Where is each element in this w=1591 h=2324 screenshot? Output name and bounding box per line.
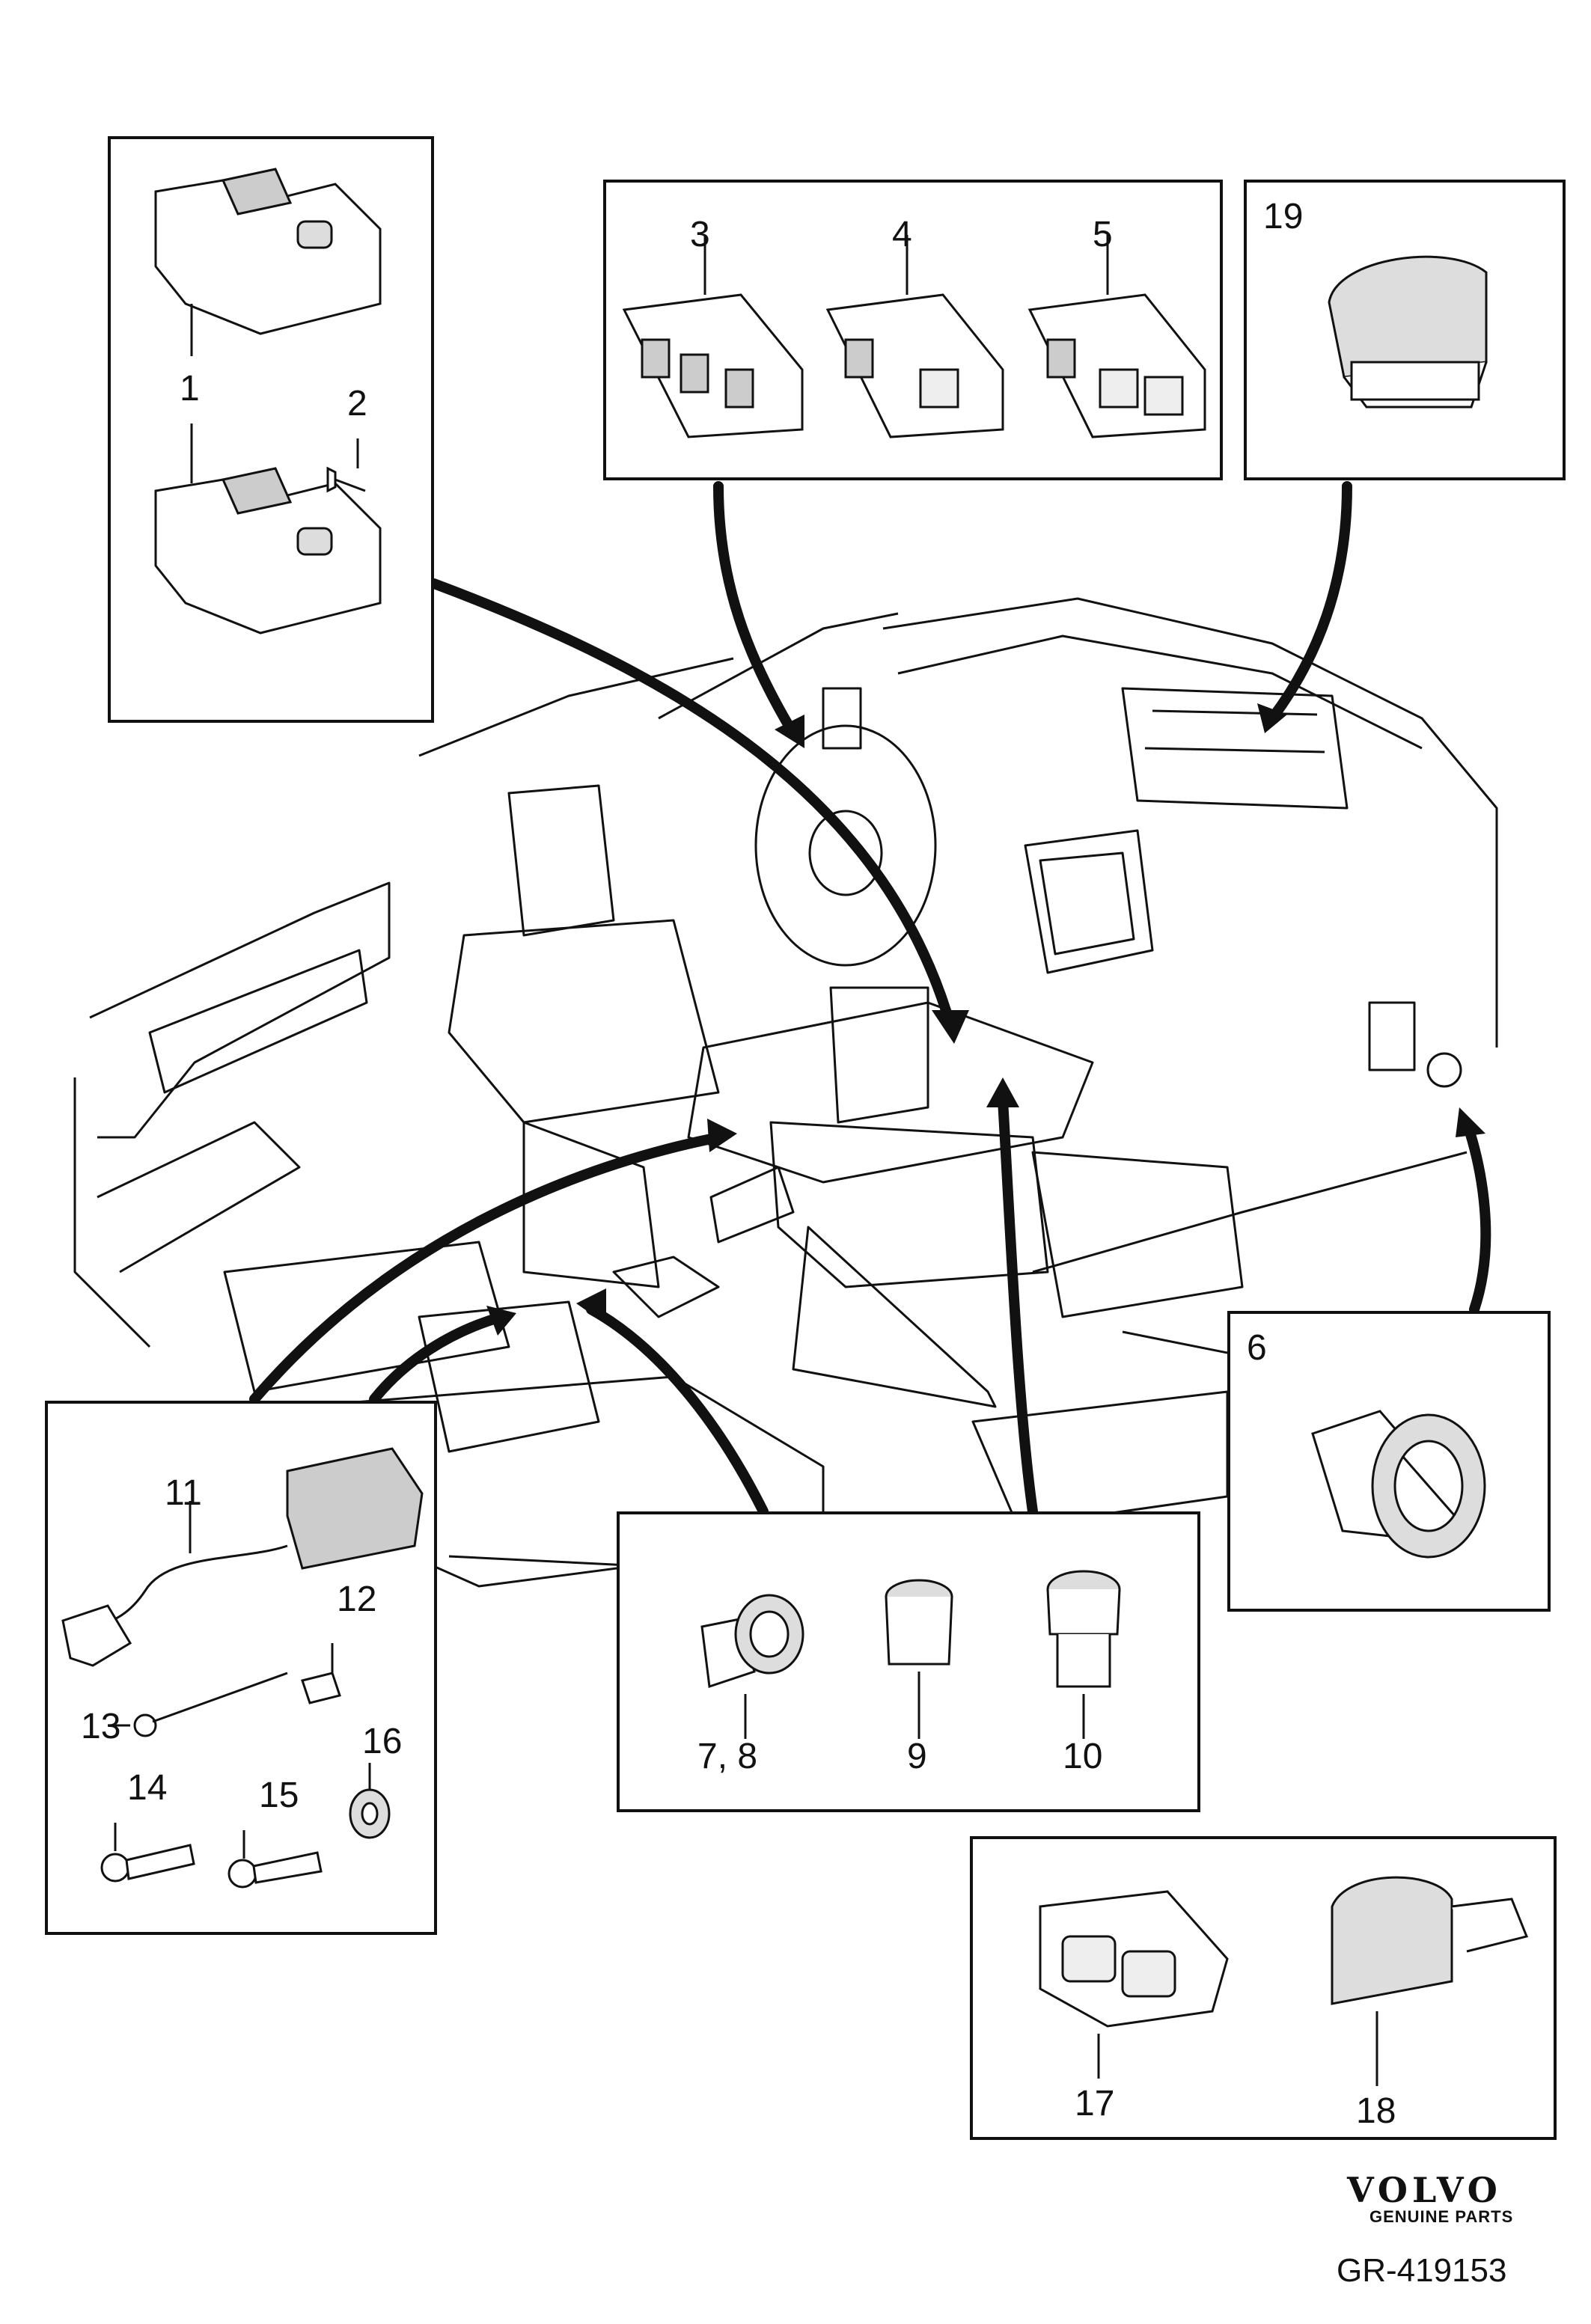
genuine-parts-text: GENUINE PARTS (1369, 2207, 1514, 2226)
callout-3: 3 (690, 215, 710, 254)
callout-13: 13 (81, 1707, 121, 1746)
panel-tailgate-switches: 17 18 (970, 1836, 1557, 2140)
callout-5: 5 (1093, 215, 1113, 254)
usb-hub-parts-icons (61, 1447, 424, 1889)
tailgate-switch-icons (1039, 1876, 1529, 2086)
socket-parts-icons (700, 1570, 1121, 1739)
callout-1: 1 (180, 369, 200, 409)
panel-part-6: 6 (1227, 1311, 1551, 1612)
panel-part-19: 19 (1244, 180, 1566, 480)
callout-15: 15 (259, 1776, 299, 1815)
console-switch-icons (622, 235, 1206, 438)
panel-usb-hub: 11 12 13 14 15 16 (45, 1401, 437, 1935)
start-button-icon (1328, 255, 1488, 409)
callout-6: 6 (1247, 1328, 1267, 1368)
diagram-reference: GR-419153 (1337, 2252, 1507, 2289)
panel-console-switches: 3 4 5 (603, 180, 1223, 480)
panel-sockets: 7, 8 9 10 (617, 1511, 1200, 1812)
socket-icon (1311, 1410, 1486, 1559)
callout-14: 14 (127, 1768, 168, 1808)
panel-window-switches: 1 2 (108, 136, 434, 723)
callout-10: 10 (1063, 1737, 1103, 1776)
callout-4: 4 (892, 215, 912, 254)
volvo-logo-text: VOLVO (1347, 2170, 1502, 2210)
callout-16: 16 (362, 1722, 403, 1761)
callout-9: 9 (907, 1737, 927, 1776)
callout-17: 17 (1075, 2084, 1115, 2123)
callout-2: 2 (347, 384, 367, 423)
callout-12: 12 (337, 1580, 377, 1619)
window-switch-module-icon (154, 168, 382, 634)
callout-19: 19 (1263, 197, 1304, 236)
callout-18: 18 (1356, 2091, 1396, 2131)
callout-7-8: 7, 8 (697, 1737, 758, 1776)
callout-11: 11 (165, 1473, 202, 1513)
